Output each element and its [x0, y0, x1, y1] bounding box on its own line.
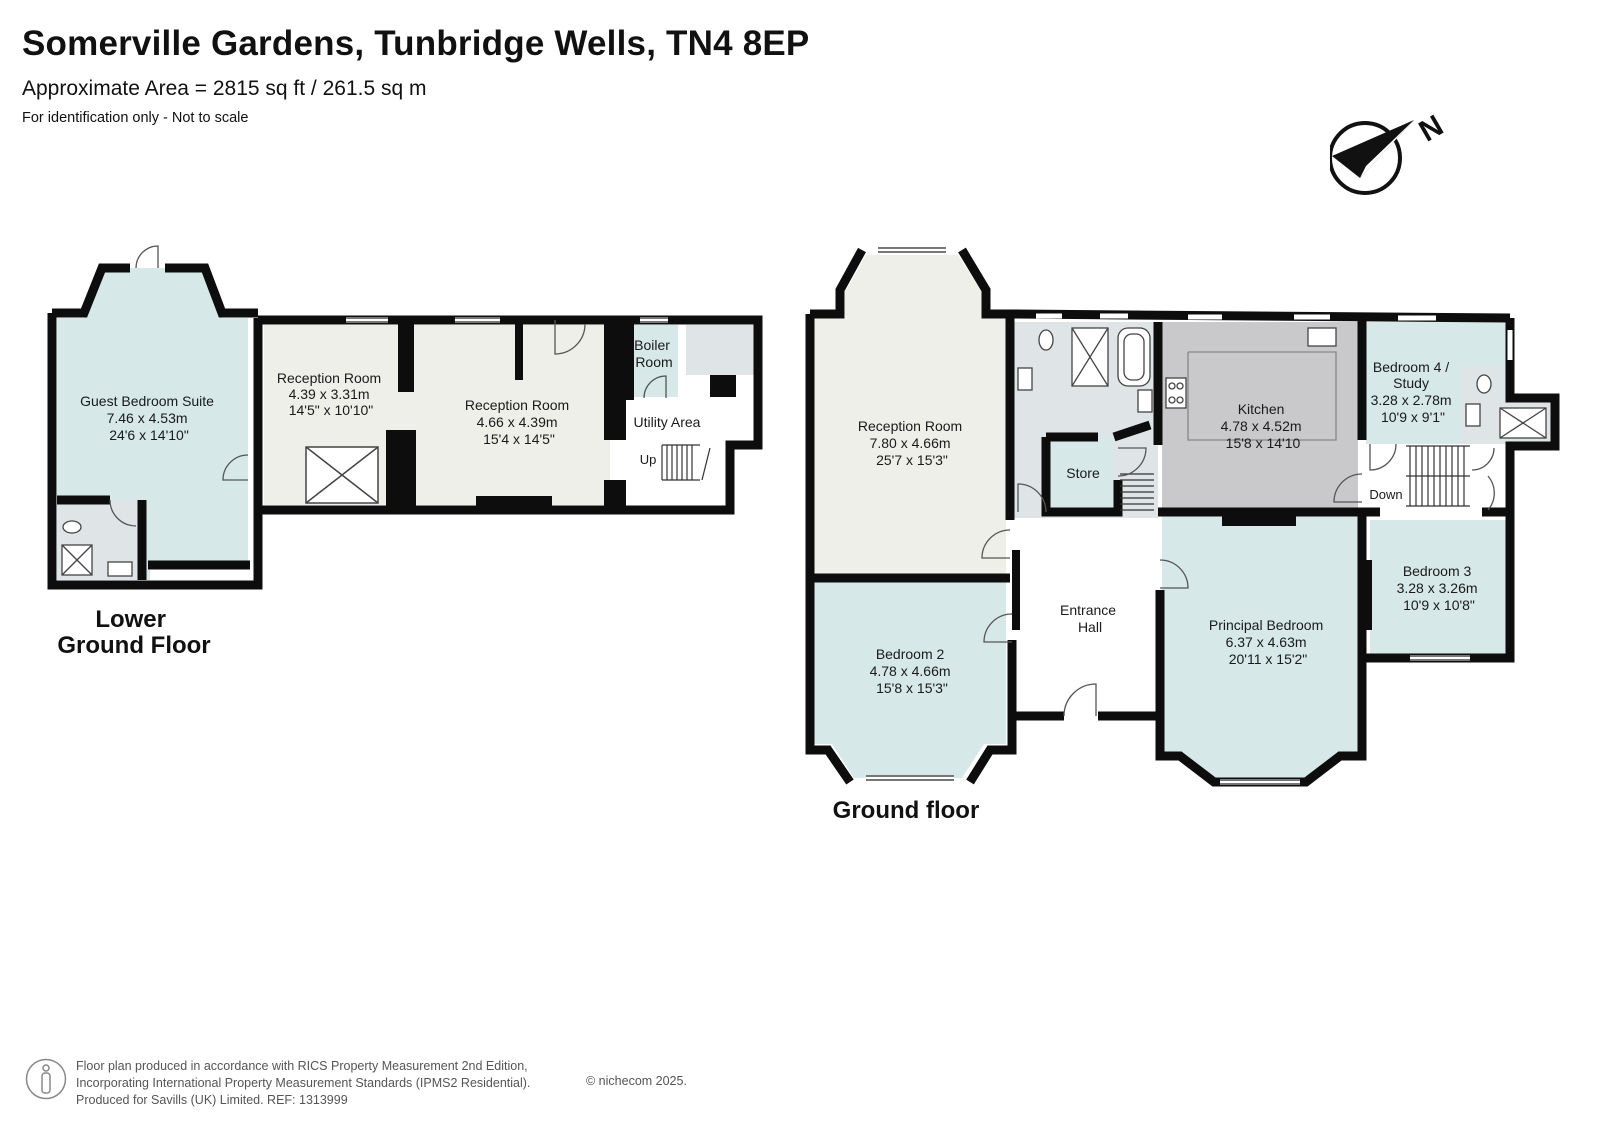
label-principal-bedroom: Principal Bedroom 6.37 x 4.63m 20'11 x 1… [1209, 617, 1327, 667]
ground-stairs [1120, 445, 1470, 511]
room-ground-reception [814, 255, 1006, 578]
lower-ensuite-fixtures [61, 520, 133, 577]
room-bedroom-2 [814, 578, 1006, 778]
label-reception-room-1: Reception Room 4.39 x 3.31m 14'5" x 10'1… [277, 370, 385, 418]
room-kitchen [1162, 322, 1358, 508]
lower-ground-wall-blocks [386, 320, 736, 510]
label-guest-bedroom: Guest Bedroom Suite 7.46 x 4.53m 24'6 x … [80, 393, 218, 443]
kitchen-fixtures [1165, 327, 1337, 441]
ground-door-swings [981, 443, 1495, 717]
room-principal-bedroom [1162, 516, 1358, 778]
ground-bathroom-fixtures [1017, 327, 1153, 413]
label-boiler-room: Boiler Room [634, 337, 674, 370]
label-ground-reception: Reception Room 7.80 x 4.66m 25'7 x 15'3" [858, 418, 966, 468]
lower-ground-walls [47, 263, 763, 590]
label-reception-room-2: Reception Room 4.66 x 4.39m 15'4 x 14'5" [465, 397, 573, 447]
footer-line-3: Produced for Savills (UK) Limited. REF: … [76, 1093, 348, 1107]
approximate-area: Approximate Area = 2815 sq ft / 261.5 sq… [22, 77, 427, 100]
footer-line-2: Incorporating International Property Mea… [76, 1076, 531, 1090]
label-stairs-up: Up [640, 452, 657, 467]
label-bedroom-2: Bedroom 2 4.78 x 4.66m 15'8 x 15'3" [870, 646, 955, 696]
lower-ground-floor [47, 245, 763, 590]
ensuite-fixtures [1465, 374, 1547, 439]
label-stairs-down: Down [1369, 487, 1402, 502]
room-boiler-wc [686, 325, 754, 375]
ground-wall-blocks [1012, 512, 1372, 630]
lower-stairs [661, 444, 711, 481]
plan-title: Somerville Gardens, Tunbridge Wells, TN4… [22, 24, 810, 63]
label-kitchen: Kitchen 4.78 x 4.52m 15'8 x 14'10 [1221, 401, 1306, 451]
copyright: © nichecom 2025. [586, 1074, 687, 1088]
identification-note: For identification only - Not to scale [22, 110, 249, 126]
ground-windows [866, 247, 1513, 785]
north-arrow-icon: N [1330, 109, 1449, 195]
label-bedroom-3: Bedroom 3 3.28 x 3.26m 10'9 x 10'8" [1397, 563, 1482, 613]
person-icon [25, 1058, 67, 1100]
compass-north-label: N [1414, 109, 1449, 148]
room-boiler [630, 325, 678, 397]
label-utility-area: Utility Area [634, 414, 701, 430]
footer-notes: Floor plan produced in accordance with R… [76, 1058, 530, 1109]
label-store: Store [1066, 465, 1100, 481]
lower-ground-windows [346, 317, 668, 323]
room-reception-2 [404, 325, 610, 505]
footer-line-1: Floor plan produced in accordance with R… [76, 1059, 528, 1073]
label-ground-floor: Ground floor [833, 797, 980, 824]
label-bedroom-4-study: Bedroom 4 / Study 3.28 x 2.78m 10'9 x 9'… [1371, 359, 1456, 425]
lower-door-swings [109, 245, 667, 527]
room-store [1050, 437, 1114, 509]
label-lower-ground-floor: Lower Ground Floor [57, 606, 210, 659]
label-entrance-hall: Entrance Hall [1060, 602, 1120, 635]
ground-floor [805, 247, 1560, 787]
lower-shower-tray [305, 446, 379, 504]
room-bedroom-3 [1370, 520, 1506, 654]
